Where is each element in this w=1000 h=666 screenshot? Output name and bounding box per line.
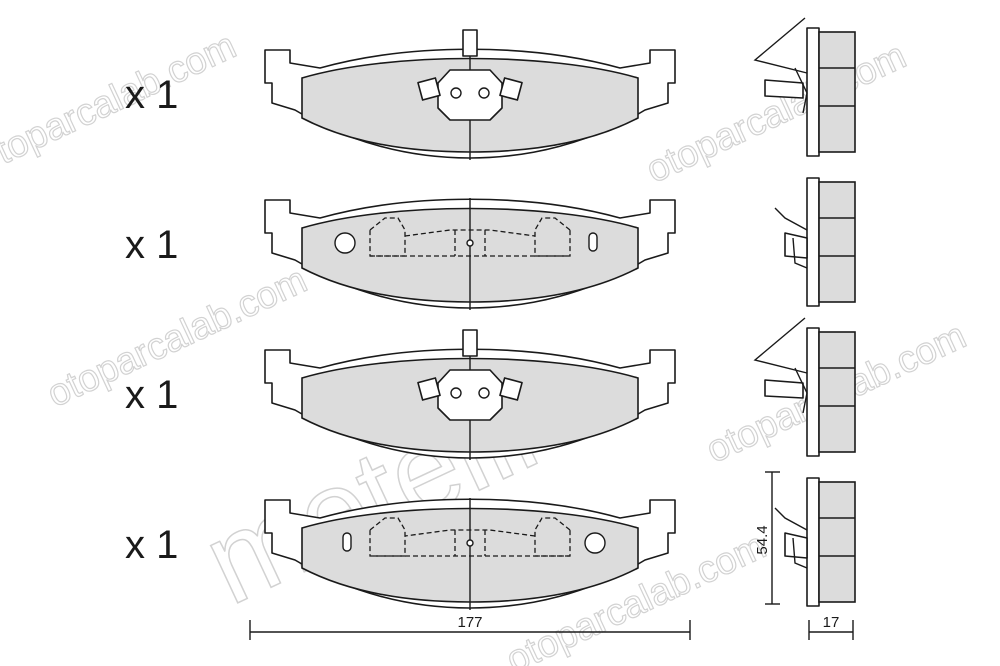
pad-4-quantity: x 1 — [125, 523, 178, 567]
height-dimension: 54.4 — [754, 471, 780, 605]
pad-2-front-view — [264, 197, 676, 311]
watermark-site-text: otoparcalab.com — [0, 25, 242, 182]
pad-3-front-view — [264, 329, 676, 461]
pad-4-side-view — [774, 477, 856, 607]
width-dimension-label: 177 — [457, 614, 482, 631]
pad-3-quantity: x 1 — [125, 373, 178, 417]
thickness-dimension-label: 17 — [823, 614, 840, 631]
watermark-site-text: otoparcalab.com — [640, 35, 912, 192]
pad-1-quantity: x 1 — [125, 73, 178, 117]
pad-1-front-view — [264, 29, 676, 161]
thickness-dimension: 17 — [808, 614, 854, 640]
width-dimension: 177 — [249, 614, 691, 640]
height-dimension-label: 54.4 — [754, 525, 771, 554]
pad-2-side-view — [774, 177, 856, 307]
pad-2-quantity: x 1 — [125, 223, 178, 267]
